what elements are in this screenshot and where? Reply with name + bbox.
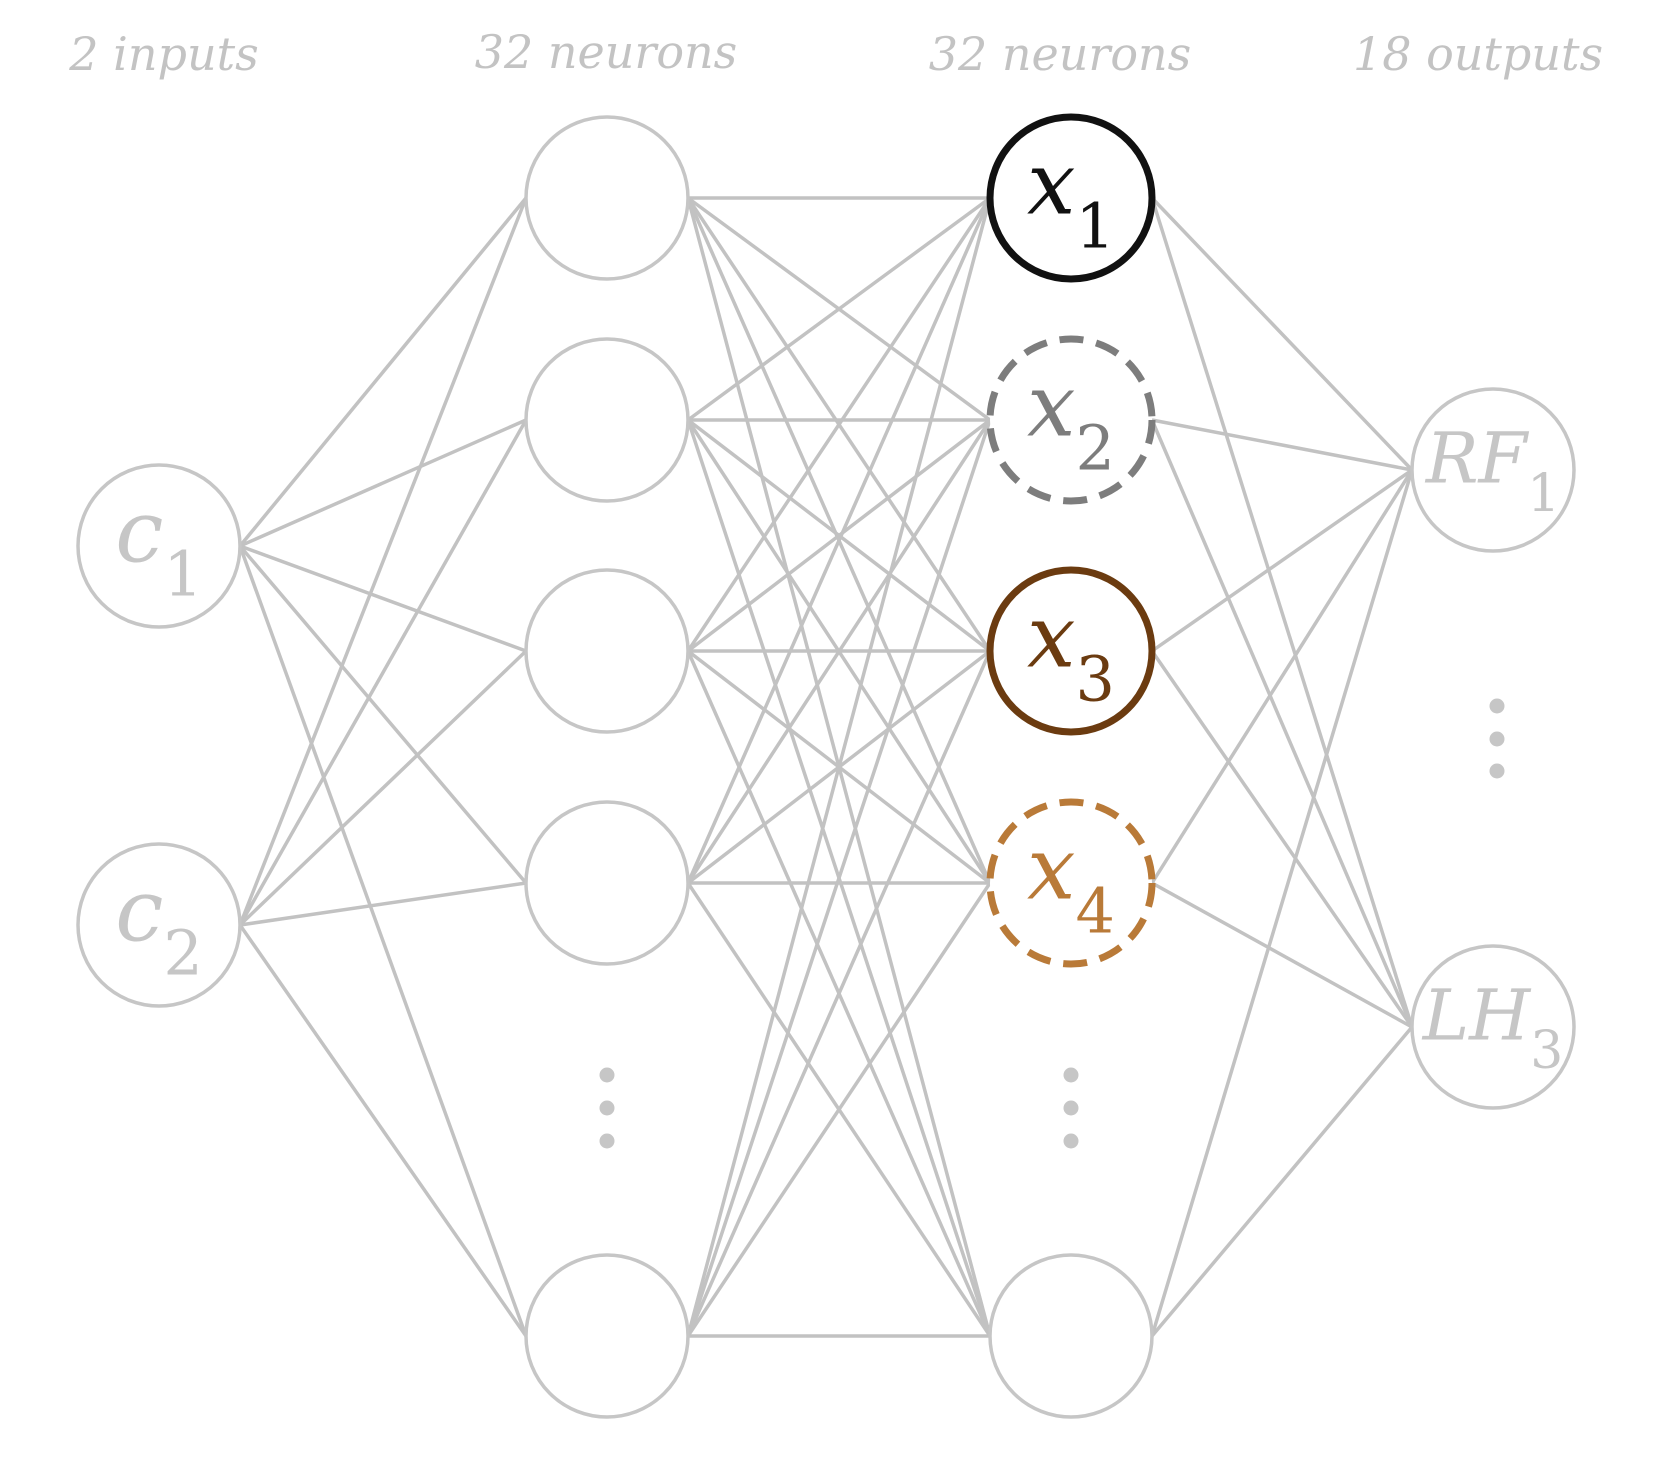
output-node-label-1: RF1	[1424, 418, 1560, 525]
hidden2-node-5	[988, 1253, 1154, 1419]
latent-node-2	[986, 335, 1156, 505]
edge-hidden2-3-output-1	[1151, 881, 1413, 1029]
edge-hidden1-1-hidden2-0	[686, 196, 992, 422]
edge-hidden1-3-hidden2-0	[686, 197, 992, 884]
hidden2-ellipsis-dot-2	[1063, 1100, 1079, 1116]
latent-node-label-3: x3	[1027, 587, 1115, 715]
output-node-label-2: LH3	[1421, 975, 1564, 1082]
hidden1-node-5	[524, 1253, 690, 1419]
edge-input-0-hidden1-0	[238, 196, 528, 548]
edge-input-0-hidden1-2	[239, 544, 527, 653]
output-ellipsis-dot-2	[1489, 731, 1505, 747]
edge-hidden2-2-output-1	[1150, 650, 1414, 1028]
hidden2-ellipsis-dot-3	[1063, 1133, 1079, 1149]
edge-hidden2-4-output-0	[1150, 469, 1414, 1337]
edge-input-1-hidden1-0	[238, 197, 528, 926]
hidden1-ellipsis-dot-2	[599, 1100, 615, 1116]
output-node-1	[1410, 387, 1576, 553]
hidden2-ellipsis-dot-1	[1063, 1067, 1079, 1083]
layer-title-hidden-2: 32 neurons	[929, 27, 1192, 81]
output-node-2	[1410, 944, 1576, 1110]
edge-hidden2-3-output-0	[1150, 469, 1414, 884]
edge-hidden2-0-output-0	[1150, 196, 1414, 472]
edge-input-1-hidden1-2	[238, 649, 528, 927]
latent-node-label-4: x4	[1027, 819, 1115, 947]
latent-node-label-1: x1	[1027, 134, 1115, 262]
hidden1-node-3	[524, 568, 690, 734]
input-node-label-2: c2	[115, 861, 203, 989]
latent-node-4	[986, 798, 1156, 968]
input-node-2	[76, 842, 242, 1008]
output-ellipsis-dot-3	[1489, 763, 1505, 779]
hidden1-node-1	[524, 115, 690, 281]
hidden1-node-4	[524, 800, 690, 966]
edge-input-0-hidden1-1	[239, 418, 527, 548]
edge-hidden2-1-output-1	[1150, 419, 1414, 1028]
latent-node-label-2: x2	[1027, 356, 1115, 484]
hidden1-ellipsis-dot-1	[599, 1067, 615, 1083]
edge-input-1-hidden1-3	[239, 881, 527, 927]
edge-input-1-hidden1-1	[238, 419, 528, 926]
edge-hidden2-1-output-0	[1151, 418, 1413, 472]
edge-hidden2-4-output-1	[1150, 1025, 1414, 1338]
layer-title-inputs: 2 inputs	[68, 27, 258, 81]
edge-hidden1-2-hidden2-1	[686, 418, 992, 653]
latent-node-3	[986, 566, 1156, 736]
edge-hidden1-4-hidden2-1	[686, 419, 992, 1337]
output-ellipsis-dot-1	[1489, 698, 1505, 714]
latent-node-1	[986, 113, 1156, 283]
edge-hidden1-4-hidden2-0	[686, 197, 992, 1337]
input-node-1	[76, 463, 242, 629]
edge-hidden2-0-output-1	[1150, 197, 1414, 1028]
edge-hidden2-2-output-0	[1151, 468, 1413, 653]
hidden1-node-2	[524, 337, 690, 503]
edge-input-1-hidden1-4	[238, 924, 528, 1337]
edge-hidden1-2-hidden2-0	[686, 197, 992, 652]
connection-edges	[238, 196, 1414, 1338]
edge-hidden1-4-hidden2-2	[686, 650, 992, 1337]
layer-title-outputs: 18 outputs	[1353, 27, 1603, 81]
input-node-label-1: c1	[115, 482, 203, 610]
edge-input-0-hidden1-4	[238, 545, 528, 1337]
hidden1-ellipsis-dot-3	[599, 1133, 615, 1149]
edge-input-0-hidden1-3	[238, 544, 528, 885]
edge-hidden1-4-hidden2-3	[686, 882, 992, 1337]
edge-hidden1-3-hidden2-1	[686, 419, 992, 884]
layer-title-hidden-1: 32 neurons	[475, 25, 738, 79]
ellipsis-dots	[599, 698, 1505, 1149]
